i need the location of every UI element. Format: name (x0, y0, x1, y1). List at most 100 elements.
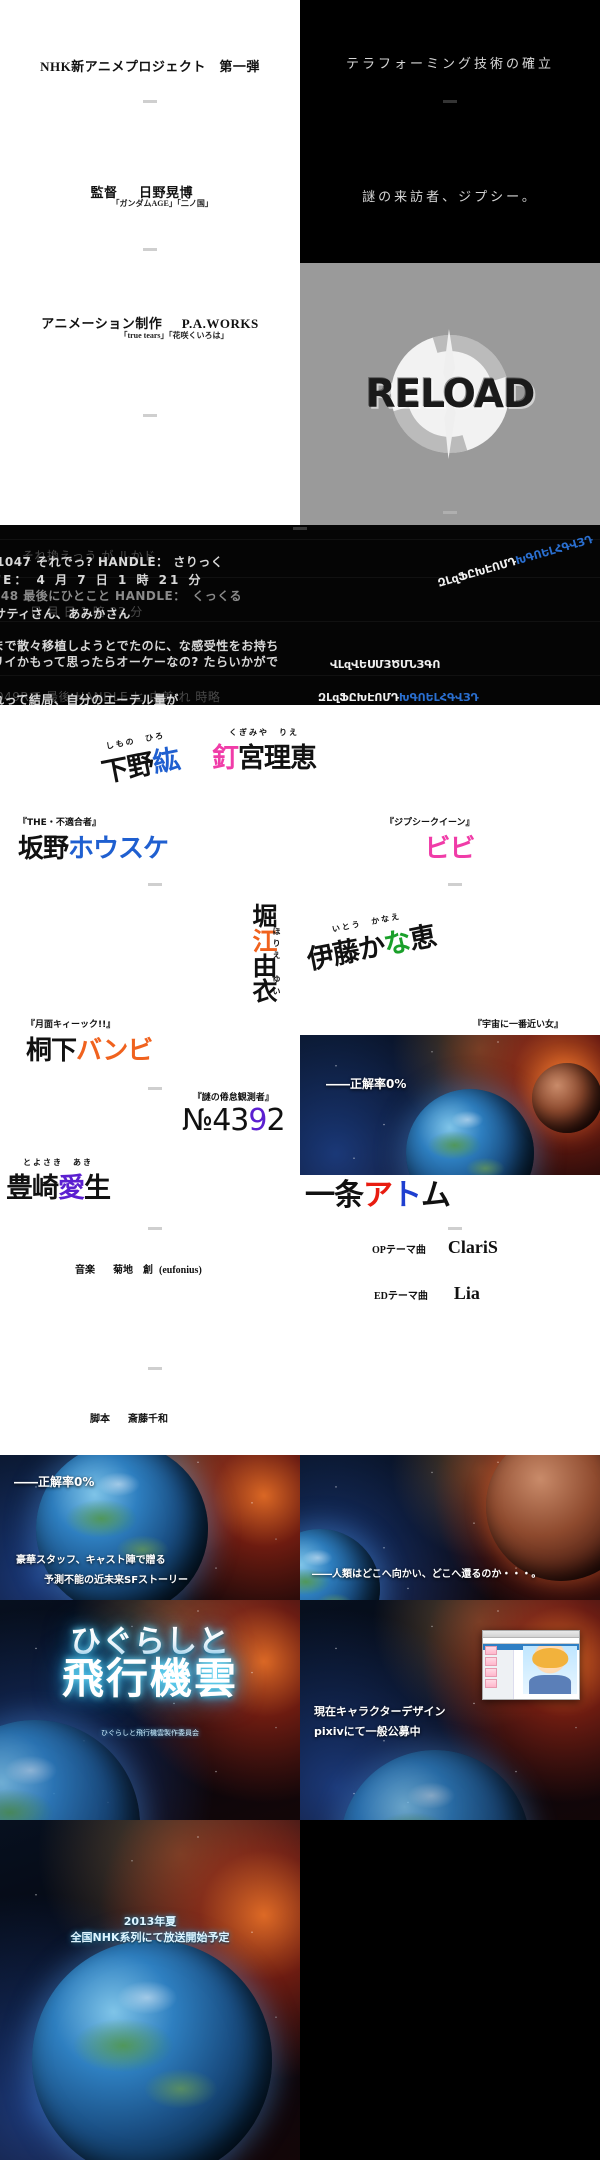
glitch-ghost-line-1: それ換えっう が ルかド (22, 549, 156, 563)
director-name: 日野晃博 (139, 185, 194, 200)
thumbnail-item[interactable] (485, 1657, 497, 1666)
handwritten-tagline-panel: テラフォーミング技術の確立 謎の来訪者、ジプシー。 (300, 0, 600, 263)
studio-name: P.A.WORKS (181, 316, 259, 331)
reload-logo-panel: RELOAD (300, 263, 600, 525)
character-role: 『THE・不適合者』 (18, 818, 101, 828)
va-name: 堀江由衣 (249, 903, 278, 1003)
reload-bolt-icon (443, 329, 456, 459)
glitch-ghost-line-2: 日 月 日 1 暗 23 分 (30, 605, 143, 619)
space-scene-3: ――人類はどこへ向かい、どこへ還るのか・・・。 (300, 1455, 600, 1600)
airdate-line-1: 2013年夏 (123, 1915, 177, 1928)
divider-dash (148, 1087, 162, 1090)
thumbnail-list[interactable] (485, 1646, 497, 1688)
op-theme-artist: ClariS (447, 1237, 498, 1257)
earth-planet (36, 1455, 208, 1600)
character-bibi: 『ジプシークイーン』 ビビ (385, 815, 476, 865)
divider-dash (143, 100, 157, 103)
thumbnail-item[interactable] (485, 1668, 497, 1677)
music-label: 音楽 (75, 1265, 95, 1276)
bbs-log-line-6: リイかもって思ったらオーケーなの? たらいかがで (0, 655, 279, 669)
space-caption-2: ――正解率0% (14, 1475, 95, 1489)
music-group: (eufonius) (159, 1265, 202, 1276)
pixiv-browser-window[interactable] (482, 1630, 580, 1700)
script-credit-panel: 脚本 斎藤千和 (0, 1309, 600, 1455)
ed-theme-label: EDテーマ曲 (374, 1291, 428, 1302)
character-role: 『謎の倦怠観測者』 (192, 1093, 274, 1103)
character-name: 一条アトム (305, 1178, 451, 1213)
title-subtitle: ひぐらしと飛行機雲製作委員会 (101, 1729, 199, 1737)
divider-dash (293, 527, 307, 530)
bbs-log-line-5: まで散々移植しようとでたのに、な感受性をお持ち (0, 639, 279, 653)
red-planet (532, 1063, 600, 1133)
divider-dash (148, 883, 162, 886)
airdate-line-2: 全国NHK系列にて放送開始予定 (70, 1930, 230, 1944)
cast-credits-panel: しもの ひろ 下野紘 くぎみや りえ 釘宮理恵 『THE・不適合者』 坂野ホウス… (0, 705, 600, 1309)
tagline-line-2: 謎の来訪者、ジプシー。 (362, 190, 538, 205)
character-name: №4392 (182, 1103, 286, 1138)
character-uniform (529, 1675, 572, 1695)
divider-dash (448, 883, 462, 886)
browser-titlebar (483, 1631, 579, 1638)
divider-dash (448, 1227, 462, 1230)
pixiv-callout-panel: 現在キャラクターデザイン pixivにて一般公募中 (300, 1600, 600, 1820)
va-name: 豊崎愛生 (6, 1173, 111, 1204)
pixiv-callout-line-2: pixivにて一般公募中 (314, 1725, 421, 1738)
music-name: 菊地 創 (113, 1265, 153, 1276)
bbs-log-line-7: れって結局、自分のエーテル量が (0, 693, 179, 705)
va-furigana: とよさき あき (23, 1158, 93, 1167)
va-toyosaki-aki: とよさき あき 豊崎愛生 (6, 1157, 111, 1205)
divider-dash (443, 511, 457, 514)
character-hair (532, 1647, 568, 1669)
ed-theme-credit: EDテーマ曲 Lia (374, 1283, 480, 1304)
studio-works: 「true tears」「花咲くいろは」 (119, 331, 229, 340)
divider-dash (143, 414, 157, 417)
script-credit: 脚本 斎藤千和 (90, 1409, 168, 1427)
va-horie-yui: 堀江由衣 ほりえ ゆい (245, 903, 281, 1003)
script-name: 斎藤千和 (128, 1414, 168, 1425)
character-sakano-housuke: 『THE・不適合者』 坂野ホウスケ (18, 815, 169, 865)
music-credit: 音楽 菊地 創 (eufonius) (75, 1260, 202, 1278)
divider-dash (148, 1227, 162, 1230)
director-works: 「ガンダムAGE」「二ノ国」 (111, 199, 213, 208)
title-line-1: ひぐらしと (69, 1624, 230, 1660)
earth-planet (32, 1940, 272, 2160)
browser-content (483, 1644, 579, 1699)
space-tagline-2: 予測不能の近未来SFストーリー (44, 1575, 189, 1586)
divider-dash (148, 1367, 162, 1370)
bbs-log-line-4: サティさん、あみかさん (0, 607, 131, 621)
director-credit: 監督 日野晃博 (91, 182, 194, 201)
studio-credit: アニメーション制作 P.A.WORKS (41, 313, 258, 332)
bbs-log-line-1: 1047 それでっ? HANDLE： さりっく (0, 555, 224, 569)
alien-glyph-line-3: ԶԼզՖԸԽԷՈՄԴԽԳՈԵԼՀԳՎЗԴ (318, 691, 479, 704)
space-caption-3: ――人類はどこへ向かい、どこへ還るのか・・・。 (312, 1569, 542, 1580)
character-illustration (523, 1646, 577, 1695)
title-logo-panel: ひぐらしと 飛行機雲 ひぐらしと飛行機雲製作委員会 (0, 1600, 300, 1820)
reload-logo: RELOAD (300, 263, 600, 525)
op-theme-label: OPテーマ曲 (372, 1245, 426, 1256)
character-name: ビビ (424, 834, 476, 864)
character-name: 坂野ホウスケ (18, 834, 169, 864)
space-scene-2: ――正解率0% 豪華スタッフ、キャスト陣で贈る 予測不能の近未来SFストーリー (0, 1455, 300, 1600)
alien-glyph-line-2: ՎԼզՎԵՍՄЗԾՄՆЗԳՈ (330, 658, 441, 671)
staff-credits-panel: NHK新アニメプロジェクト 第一弾 監督 日野晃博 「ガンダムAGE」「二ノ国」… (0, 0, 300, 525)
pixiv-callout-line-1: 現在キャラクターデザイン (314, 1705, 446, 1718)
earth-planet (0, 1720, 140, 1820)
va-kugimiya-rie: くぎみや りえ 釘宮理恵 (212, 727, 317, 775)
space-scene-1: ――正解率0% (300, 1035, 600, 1175)
space-tagline-1: 豪華スタッフ、キャスト陣で贈る (16, 1555, 166, 1566)
character-role: 『ジプシークイーン』 (385, 818, 475, 828)
va-name: 釘宮理恵 (212, 743, 317, 774)
thumbnail-item[interactable] (485, 1646, 497, 1655)
director-label: 監督 (90, 185, 118, 200)
reload-logo-text: RELOAD (365, 371, 536, 417)
project-headline: NHK新アニメプロジェクト 第一弾 (40, 59, 260, 74)
tagline-line-1: テラフォーミング技術の確立 (345, 57, 555, 72)
divider-dash (143, 248, 157, 251)
op-theme-credit: OPテーマ曲 ClariS (372, 1237, 498, 1258)
character-role: 『宇宙に一番近い女』 (473, 1020, 564, 1030)
browser-url-bar[interactable] (483, 1638, 579, 1644)
thumbnail-item[interactable] (485, 1679, 497, 1688)
black-filler-panel (300, 1820, 600, 2160)
glitch-ghost-line-3: 049Rで 最後 HANDLE ヒ 由美 れ 時略 (0, 690, 221, 704)
character-role: 『月面キィーック!!』 (26, 1020, 116, 1030)
